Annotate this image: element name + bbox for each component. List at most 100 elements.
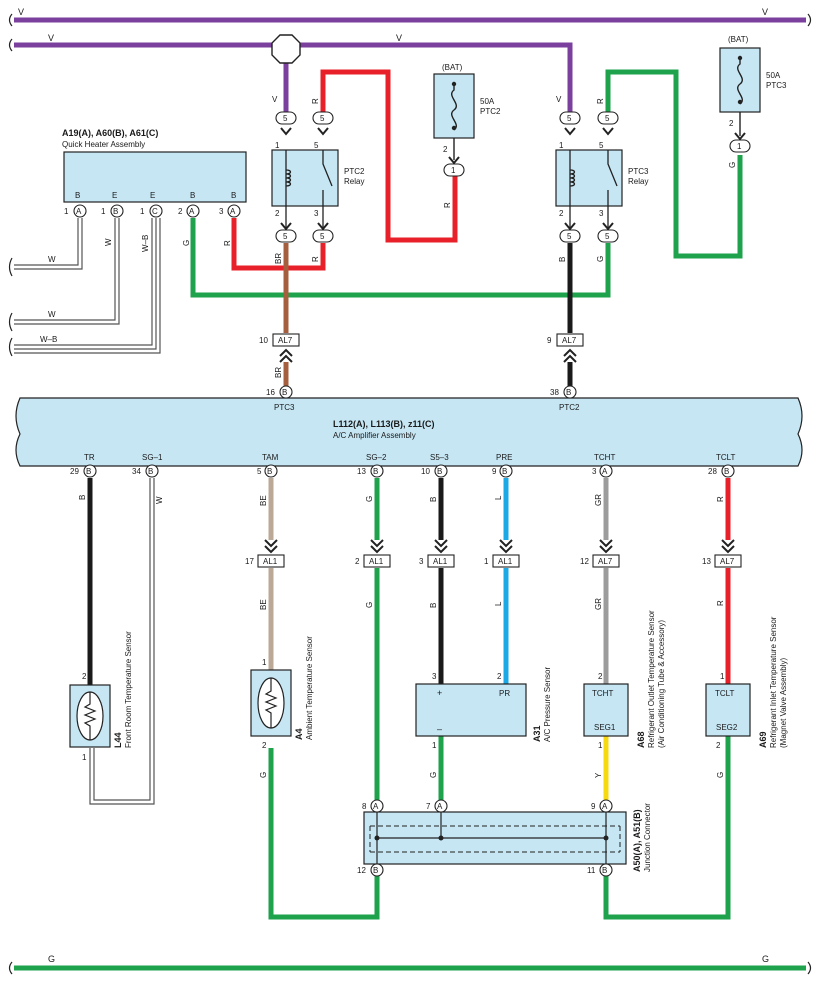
amp-pin-num: 3 (592, 467, 597, 476)
sensor-name: A/C Pressure Sensor (543, 667, 552, 742)
coil-icon (285, 169, 292, 187)
wire-label-br: BR (274, 367, 283, 378)
relay-conn (275, 111, 297, 125)
fuse-icon (737, 56, 743, 105)
fuse-pin-conn (729, 139, 751, 153)
wire-label-r: R (311, 256, 320, 262)
relay-conn (597, 111, 619, 125)
sensor-wire-labels: B W BE G B L GR R BE G B L GR R G G Y G (78, 494, 725, 778)
relay-conn-num: 5 (567, 114, 572, 123)
mid-connectors: 17 AL1 2 AL1 3 AL1 1 AL1 12 AL7 13 AL7 (245, 539, 742, 568)
junction-pin-num: 12 (357, 866, 366, 875)
junction-name: Junction Connector (643, 803, 652, 872)
rail-label-v-4: V (396, 33, 402, 43)
mid-conn-name: AL7 (720, 557, 735, 566)
wire-w-2b (14, 218, 120, 325)
fuse-name: PTC2 (480, 107, 501, 116)
wire-label-r: R (443, 202, 452, 208)
wire-label-l: L (494, 495, 503, 500)
sensor-pin: 1 (82, 753, 87, 762)
wire-label-b: B (78, 495, 87, 500)
rail-label-v-1: V (18, 7, 24, 17)
sensor-code: L44 (113, 732, 123, 748)
terminal-conn (227, 204, 241, 218)
amp-bottom-pin-conn (599, 464, 613, 478)
amp-pin-letter: B (502, 467, 507, 476)
wire-label-v-ptc2: V (272, 95, 278, 104)
sensor-a31: 3 2 + PR – 1 A31 A/C Pressure Sensor (415, 667, 552, 750)
sensor-sub: (Magnet Valve Assembly) (779, 658, 788, 748)
relay-conn (559, 229, 581, 243)
mid-conn-num: 2 (355, 557, 360, 566)
terminal-num: 1 (101, 207, 106, 216)
junction-connector: A 8 A 7 A 9 B 12 B 11 A50(A), A51(B) Jun… (357, 799, 652, 877)
wire-label-r: R (223, 240, 232, 246)
wire-green-heater-relay (190, 218, 611, 298)
amp-top-pin-conn (279, 385, 293, 399)
amp-pin-letter: B (86, 467, 91, 476)
terminal-conn (149, 204, 163, 218)
junction-pin-letter: A (437, 802, 443, 811)
amp-pin-label: TCHT (594, 453, 615, 462)
relay-conn-num: 5 (283, 232, 288, 241)
sensor-name: Ambient Temperature Sensor (305, 636, 314, 740)
junction-pin-letter: A (373, 802, 379, 811)
terminal-label: B (75, 191, 80, 200)
relay-conn-num: 5 (605, 114, 610, 123)
terminal-letter: A (230, 207, 236, 216)
terminal-num: 1 (64, 207, 69, 216)
relay-box (555, 149, 623, 207)
al7-name: AL7 (278, 336, 293, 345)
amp-name: A/C Amplifier Assembly (333, 431, 416, 440)
fuse-ptc3: (BAT) 50A PTC3 2 1 (719, 35, 787, 153)
junction-pin-letter: B (602, 866, 607, 875)
junction-pin-conn (599, 799, 613, 813)
junction-pin-num: 11 (587, 866, 596, 875)
junction-pin-num: 7 (426, 802, 431, 811)
amp-pin-num: 9 (492, 467, 497, 476)
sensor-a4: 1 2 A4 Ambient Temperature Sensor (250, 636, 314, 750)
wire-wb-1c (14, 218, 161, 354)
sensor-a69: 1 TCLT SEG2 2 A69 Refrigerant Inlet Temp… (705, 616, 788, 750)
wire-label-gr: GR (594, 494, 603, 506)
thermistor-icon (83, 692, 97, 740)
quick-heater-code: A19(A), A60(B), A61(C) (62, 128, 158, 138)
amp-pin-num: 10 (421, 467, 430, 476)
sensor-a68: 2 TCHT SEG1 1 A68 Refrigerant Outlet Tem… (583, 610, 666, 750)
wire-label-b: B (429, 497, 438, 502)
amp-top-pin-letter: B (566, 388, 571, 397)
sensor-code: A69 (758, 731, 768, 748)
terminal-num: 1 (140, 207, 145, 216)
terminal-letter: A (76, 207, 82, 216)
relay-conn (312, 229, 334, 243)
v-rail-second (14, 42, 573, 115)
relay-ptc2: 5 5 1 5 PTC2 Relay 2 3 5 5 (271, 111, 365, 243)
amp-top-pin-letter: B (282, 388, 287, 397)
wire-label-y: Y (594, 772, 603, 778)
mid-conn-name: AL7 (598, 557, 613, 566)
amp-bottom-pin-conn (83, 464, 97, 478)
amp-bottom-pin-conn (499, 464, 513, 478)
mid-conn-num: 3 (419, 557, 424, 566)
sensor-pin: 2 (497, 672, 502, 681)
terminal-num: 2 (178, 207, 183, 216)
ac-amplifier-assembly: B 16 PTC3 B 38 PTC2 L112(A), L113(B), z1… (15, 385, 803, 478)
wire-red-heater-relay (231, 218, 326, 271)
fuse-pin-conn (443, 163, 465, 177)
relay-conn (559, 111, 581, 125)
fuse-amp: 50A (766, 71, 781, 80)
amp-pin-label: SG–1 (142, 453, 163, 462)
relay-pin: 2 (559, 209, 564, 218)
mid-conn-box (492, 554, 520, 568)
sensor-name: Front Room Temperature Sensor (124, 631, 133, 748)
rail-label-g: G (48, 954, 55, 964)
heater-wire-labels: W W W–B W W–B G R BR R R R B G R G BR (40, 98, 737, 378)
amp-pin-num: 34 (132, 467, 141, 476)
fuse-bat-label: (BAT) (442, 63, 463, 72)
break-mark (8, 312, 13, 332)
fuse-icon (451, 82, 457, 131)
fuse-bat-label: (BAT) (728, 35, 749, 44)
junction-pin-num: 8 (362, 802, 367, 811)
wire-label-r: R (596, 98, 605, 104)
sensor-code: A4 (294, 728, 304, 740)
